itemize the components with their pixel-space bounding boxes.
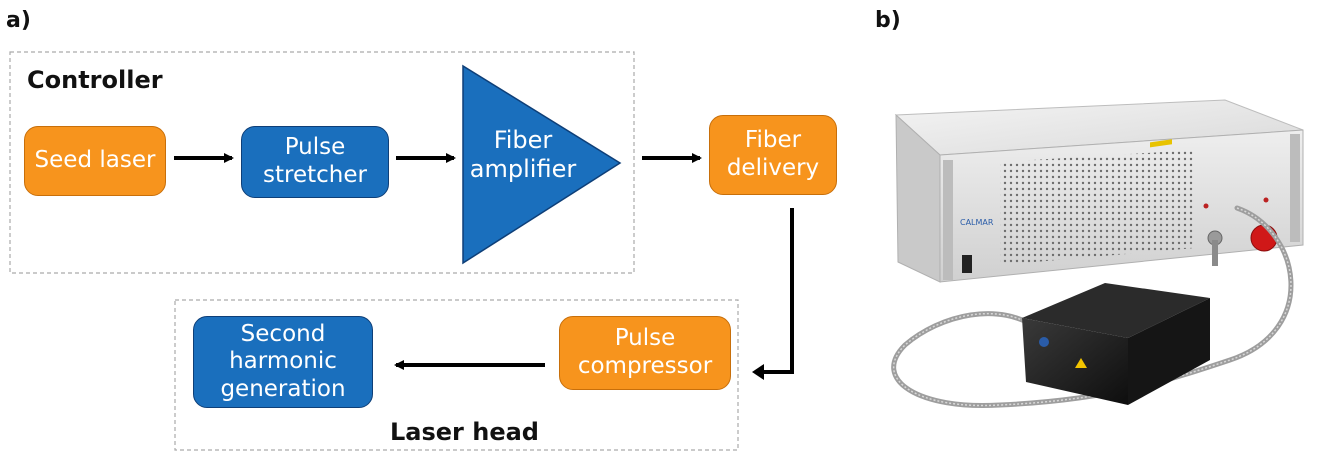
controller-group-border (9, 51, 635, 274)
head-logo-icon (1039, 337, 1049, 347)
fiber-delivery-label: Fiber delivery (726, 127, 820, 181)
fiber-delivery-block: Fiber delivery (709, 115, 837, 195)
fiber-amplifier-triangle (462, 64, 622, 265)
fiber-amplifier-label: Fiber amplifier (469, 126, 577, 183)
panel-label-b: b) (875, 8, 901, 33)
pulse-stretcher-block: Pulse stretcher (241, 126, 389, 198)
seed-laser-label: Seed laser (34, 147, 156, 174)
second-harmonic-block: Second harmonic generation (193, 316, 373, 408)
chassis-front (939, 129, 1304, 283)
laser-head-side (1128, 298, 1210, 405)
rack-handle-left (943, 160, 953, 280)
laser-head-front (1022, 318, 1128, 405)
pulse-compressor-label: Pulse compressor (577, 325, 713, 379)
fiber-cable (891, 205, 1294, 409)
laser-head-title: Laser head (390, 418, 539, 446)
brand-logo: CALMAR (960, 218, 994, 227)
laser-warning-icon (1075, 358, 1087, 368)
led-icon (1203, 203, 1209, 209)
rack-handle-right (1290, 134, 1300, 242)
emergency-stop-icon (1250, 224, 1278, 252)
second-harmonic-label: Second harmonic generation (220, 320, 346, 402)
controller-title: Controller (27, 66, 163, 94)
block-diagram (9, 51, 794, 451)
chassis-side (895, 113, 941, 283)
chassis-top (894, 99, 1304, 156)
arrow-delivery-to-compressor (762, 208, 794, 374)
laser-head-top (1022, 283, 1210, 338)
laser-head-group-border (174, 299, 739, 451)
led-icon (1263, 197, 1269, 203)
pulse-stretcher-label: Pulse stretcher (263, 134, 367, 188)
panel-label-a: a) (6, 8, 31, 33)
power-switch-icon (962, 255, 972, 273)
key-switch-icon (1207, 230, 1223, 246)
warning-label-icon (1150, 139, 1172, 148)
seed-laser-block: Seed laser (24, 126, 166, 196)
vent-grille-icon (1000, 150, 1195, 265)
pulse-compressor-block: Pulse compressor (559, 316, 731, 390)
